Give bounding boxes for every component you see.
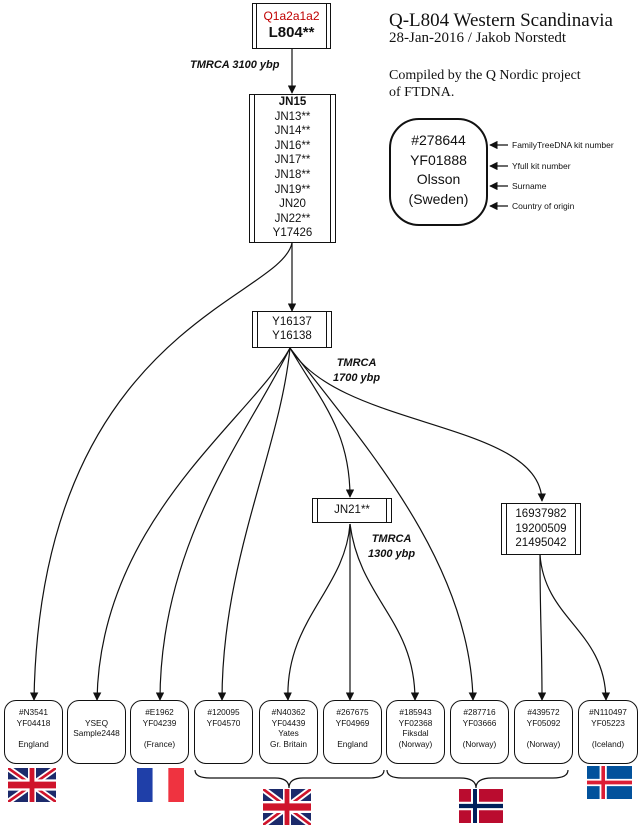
snp-label: Y16137	[272, 316, 312, 328]
leaf-line: YF02368	[398, 717, 433, 728]
leaf-line	[451, 728, 508, 739]
leaf-sample: #N40362 YF04439 Yates Gr. Britain	[259, 700, 318, 764]
snp-label: JN14**	[274, 125, 311, 138]
leaf-sample: #287716 YF03666 (Norway)	[450, 700, 509, 764]
snp-block-jn21: JN21**	[312, 498, 392, 523]
compiled-note-line: Compiled by the Q Nordic project	[389, 68, 581, 83]
snp-block-jn15: JN15 JN13** JN14** JN16** JN17** JN18** …	[249, 94, 336, 243]
leaf-line: (Norway)	[462, 738, 497, 749]
root-haplogroup: Q1a2a1a2	[263, 9, 320, 23]
root-snp: L804**	[268, 24, 315, 41]
legend-key-line: Olsson	[416, 171, 461, 187]
legend-key-line: YF01888	[410, 151, 467, 168]
snp-label: JN13**	[274, 110, 311, 123]
compiled-note-line: of FTDNA.	[389, 85, 455, 100]
snp-label: JN20	[279, 198, 306, 211]
leaf-line: YF04570	[206, 717, 241, 728]
snp-label: 19200509	[515, 522, 567, 535]
leaf-sample: #267675 YF04969 England	[323, 700, 382, 764]
root-node: Q1a2a1a2 L804**	[252, 3, 331, 49]
leaf-sample: #N3541 YF04418 England	[4, 700, 63, 764]
leaf-line: YF04439	[271, 717, 306, 728]
leaf-sample: YSEQ Sample2448	[67, 700, 126, 764]
tmrca-jn21-line: TMRCA	[371, 533, 412, 545]
snp-label: JN18**	[274, 168, 311, 181]
leaf-sample: #120095 YF04570	[194, 700, 253, 764]
legend-key-line: #278644	[411, 132, 466, 148]
legend-key-label: Country of origin	[512, 201, 575, 211]
union-jack-flag-icon	[8, 768, 56, 802]
leaf-line: YF04418	[16, 717, 51, 728]
leaf-sample: #N110497 YF05223 (Iceland)	[578, 700, 638, 764]
leaf-line: (Norway)	[398, 738, 433, 749]
leaf-line: (Norway)	[526, 738, 561, 749]
leaf-line	[515, 728, 572, 739]
leaf-line: Yates	[278, 728, 299, 738]
leaf-line: #N40362	[271, 707, 306, 717]
legend-key-label: Yfull kit number	[512, 161, 571, 171]
leaf-line	[324, 728, 381, 739]
diagram-subtitle: 28-Jan-2016 / Jakob Norstedt	[389, 30, 567, 46]
leaf-line: YSEQ	[84, 717, 109, 728]
tmrca-mid-label: TMRCA 1700 ybp	[333, 356, 380, 386]
leaf-line: #120095	[207, 707, 240, 717]
snp-label: 16937982	[515, 508, 567, 520]
france-flag-icon	[137, 768, 184, 802]
snp-label: JN19**	[274, 183, 311, 196]
leaf-line: (Iceland)	[591, 738, 625, 749]
leaf-line: #287716	[463, 707, 496, 717]
legend-key-label: Surname	[512, 181, 547, 191]
snp-label: JN15	[278, 96, 307, 108]
legend-key-line: (Sweden)	[408, 190, 469, 207]
leaf-line: Fiksdal	[402, 728, 429, 738]
compiled-note: Compiled by the Q Nordic project of FTDN…	[389, 67, 581, 101]
union-jack-flag-icon	[263, 789, 311, 825]
snp-label: JN17**	[274, 154, 311, 167]
snp-label: Y16138	[272, 330, 312, 342]
tmrca-root-label: TMRCA 3100 ybp	[190, 59, 280, 71]
norway-flag-icon	[459, 789, 503, 823]
tmrca-mid-line: 1700 ybp	[333, 372, 381, 384]
leaf-line: #N3541	[18, 707, 49, 717]
snp-block-16937982: 16937982 19200509 21495042	[501, 503, 581, 555]
leaf-line	[68, 707, 125, 718]
leaf-line: #439572	[527, 707, 560, 717]
tmrca-jn21-line: 1300 ybp	[368, 548, 416, 560]
leaf-line: England	[337, 738, 368, 749]
snp-label: 21495042	[515, 537, 567, 549]
leaf-line: (France)	[143, 738, 176, 749]
leaf-line: YF05223	[591, 717, 625, 728]
legend-key-sample: #278644 YF01888 Olsson (Sweden)	[389, 118, 488, 226]
snp-block-y16137: Y16137 Y16138	[252, 311, 332, 348]
leaf-line	[5, 728, 62, 739]
tmrca-mid-line: TMRCA	[336, 357, 377, 369]
leaf-sample: #185943 YF02368 Fiksdal (Norway)	[386, 700, 445, 764]
leaf-line: England	[18, 738, 49, 749]
iceland-flag-icon	[587, 766, 632, 799]
snp-label: JN16**	[274, 139, 311, 152]
leaf-line: YF04239	[142, 717, 177, 728]
leaf-line: Sample2448	[73, 728, 120, 738]
leaf-line: YF03666	[462, 717, 497, 728]
tmrca-jn21-label: TMRCA 1300 ybp	[368, 532, 415, 562]
snp-label: Y17426	[272, 227, 313, 240]
leaf-line: Gr. Britain	[270, 738, 307, 749]
leaf-line: YF04969	[335, 717, 370, 728]
leaf-sample: #E1962 YF04239 (France)	[130, 700, 189, 764]
snp-label: JN21**	[334, 504, 370, 516]
diagram-title: Q-L804 Western Scandinavia	[389, 10, 613, 31]
leaf-line	[131, 728, 188, 739]
leaf-sample: #439572 YF05092 (Norway)	[514, 700, 573, 764]
leaf-line: #185943	[399, 707, 432, 717]
leaf-line: #N110497	[589, 707, 627, 717]
leaf-line: #267675	[336, 707, 369, 717]
leaf-line: #E1962	[145, 707, 174, 717]
legend-key-label: FamilyTreeDNA kit number	[512, 140, 614, 150]
leaf-line: YF05092	[526, 717, 561, 728]
snp-label: JN22**	[274, 212, 311, 225]
leaf-line	[579, 728, 637, 739]
